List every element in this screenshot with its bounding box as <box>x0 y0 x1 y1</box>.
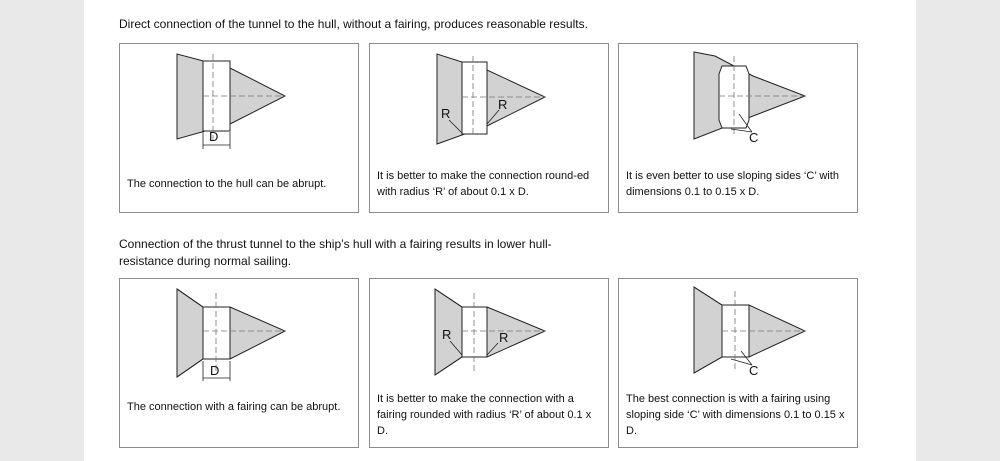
radius-label-r-inner: R <box>499 330 508 345</box>
panel-caption: It is better to make the connection with… <box>377 393 592 437</box>
diagram-panel-fairing-sloping: C The best connection is with a fairing … <box>618 278 858 448</box>
panel-caption: It is better to make the connection roun… <box>377 170 590 198</box>
diagram-panel-fairing-rounded: R R It is better to make the connection … <box>369 278 609 448</box>
tunnel-diagram-fairing-abrupt: D <box>176 288 287 381</box>
dimension-label-d: D <box>209 129 218 144</box>
panel-caption: The connection to the hull can be abrupt… <box>127 178 327 190</box>
section-1-intro: Direct connection of the tunnel to the h… <box>119 17 588 31</box>
dimension-label-d: D <box>210 363 219 378</box>
slope-label-c: C <box>749 130 758 145</box>
panel-caption: The best connection is with a fairing us… <box>626 393 845 437</box>
radius-label-r-inner: R <box>498 97 507 112</box>
panel-caption: It is even better to use sloping sides ‘… <box>626 170 839 198</box>
diagram-panel-rounded: R R It is better to make the connection … <box>369 43 609 213</box>
diagram-panel-fairing-abrupt: D The connection with a fairing can be a… <box>119 278 359 448</box>
slope-label-c: C <box>749 363 758 378</box>
tunnel-diagram-rounded: R R <box>436 53 547 145</box>
tunnel-diagram-abrupt: D <box>176 53 287 149</box>
tunnel-diagram-fairing-rounded: R R <box>434 288 547 376</box>
diagram-panel-abrupt: D The connection to the hull can be abru… <box>119 43 359 213</box>
radius-label-r: R <box>441 106 450 121</box>
tunnel-diagram-sloping: C <box>693 51 807 145</box>
section-2-intro: Connection of the thrust tunnel to the s… <box>119 237 552 268</box>
panel-caption: The connection with a fairing can be abr… <box>127 401 341 413</box>
document-page: Direct connection of the tunnel to the h… <box>84 0 916 461</box>
diagram-panel-sloping: C It is even better to use sloping sides… <box>618 43 858 213</box>
tunnel-diagram-fairing-sloping: C <box>693 286 807 378</box>
radius-label-r: R <box>442 327 451 342</box>
